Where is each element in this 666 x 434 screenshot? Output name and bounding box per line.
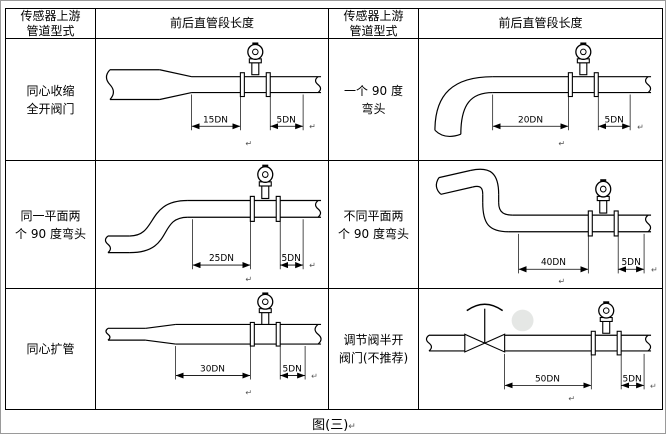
s-bend-outer	[129, 199, 188, 237]
pipe-break-right	[314, 323, 322, 345]
dimension-label: 5DN	[621, 257, 640, 268]
dimension-label: 5DN	[283, 365, 302, 375]
return-mark: ↵	[651, 264, 658, 274]
dimension-label: 5DN	[605, 115, 624, 125]
pipe-run	[425, 334, 652, 352]
flowmeter-icon	[590, 301, 623, 356]
header-straight-length-left: 前后直管段长度	[96, 9, 329, 39]
header-upstream-type-right: 传感器上游 管道型式	[329, 9, 419, 39]
pipe-break-left	[104, 235, 112, 254]
pipe-end-cap	[435, 177, 442, 195]
s-bend-inner	[129, 216, 188, 254]
row-label-concentric-reducer: 同心收缩 全开阀门	[6, 39, 96, 161]
return-mark: ↵	[650, 381, 657, 390]
pipe-run	[434, 76, 652, 138]
return-mark: ↵	[637, 122, 644, 131]
dimensions: 30DN 5DN ↵ ↵	[175, 346, 318, 397]
diagram-svg: 30DN 5DN ↵ ↵	[105, 292, 322, 397]
diagram-concentric-expander: 30DN 5DN ↵ ↵	[96, 289, 329, 410]
pipe-break-right	[644, 214, 652, 233]
pipe-break-right	[644, 76, 652, 94]
diagram-two-elbows-diff-plane: 40DN 5DN ↵ ↵	[419, 161, 663, 289]
dimensions: 40DN 5DN ↵ ↵	[518, 233, 658, 286]
lower-elbow-inner	[498, 202, 513, 216]
return-mark: ↵	[558, 276, 565, 286]
flowmeter-icon	[587, 179, 620, 237]
pipe-break-right	[314, 200, 322, 218]
diagram-svg: 25DN 5DN ↵ ↵	[104, 164, 322, 284]
header-upstream-type-left: 传感器上游 管道型式	[6, 9, 96, 39]
dimensions: 50DN 5DN ↵ ↵	[504, 353, 657, 403]
pipe-break-left	[105, 327, 111, 341]
flowmeter-icon	[239, 42, 272, 98]
watermark-smudge	[511, 309, 534, 332]
return-mark: ↵	[309, 260, 316, 270]
diagram-half-open-valve: 50DN 5DN ↵ ↵	[419, 289, 663, 410]
diagram-two-elbows-same-plane: 25DN 5DN ↵ ↵	[96, 161, 329, 289]
expander-cone	[145, 323, 176, 345]
dimensions: 20DN 5DN ↵ ↵	[492, 94, 644, 148]
dimension-label: 5DN	[282, 253, 301, 264]
row-label-half-open-valve: 调节阀半开 阀门(不推荐)	[329, 289, 419, 410]
dimension-label: 20DN	[518, 115, 543, 125]
elbow-outer	[434, 76, 493, 131]
reducer-cone	[159, 69, 192, 101]
dimension-label: 5DN	[277, 115, 296, 125]
flowmeter-icon	[249, 164, 282, 223]
diagram-concentric-reducer: 15DN 5DN ↵ ↵	[96, 39, 329, 161]
row-label-two-elbows-same-plane: 同一平面两 个 90 度弯头	[6, 161, 96, 289]
diagram-one-elbow: 20DN 5DN ↵ ↵	[419, 39, 663, 161]
valve-symbol	[464, 303, 506, 353]
upper-elbow-outer	[470, 168, 500, 195]
return-mark: ↵	[568, 394, 575, 403]
return-mark: ↵	[309, 122, 316, 131]
dimension-label: 40DN	[541, 257, 566, 268]
pipe-requirements-table: 传感器上游 管道型式 前后直管段长度 传感器上游 管道型式 前后直管段长度 同心…	[5, 8, 663, 410]
flowmeter-icon	[567, 42, 600, 98]
dimension-label: 30DN	[200, 365, 225, 375]
figure-caption-text: 图(三)	[312, 418, 349, 433]
vertical-pipe	[482, 194, 500, 203]
pipe-run	[105, 69, 322, 101]
diagram-svg: 50DN 5DN ↵ ↵	[425, 301, 657, 403]
upper-elbow-inner	[472, 185, 484, 195]
return-mark: ↵	[245, 274, 252, 284]
pipe-run	[105, 323, 322, 345]
diagram-svg: 40DN 5DN ↵ ↵	[435, 168, 658, 286]
pipe-break-right	[314, 76, 322, 94]
top-stub	[438, 169, 473, 195]
pipe-run	[435, 168, 652, 233]
flowmeter-icon	[249, 292, 282, 348]
row-label-one-elbow: 一个 90 度 弯头	[329, 39, 419, 161]
return-mark: ↵	[245, 388, 252, 397]
valve-handwheel	[466, 303, 504, 312]
return-mark: ↵	[348, 422, 356, 432]
pipe-end-cap	[434, 129, 462, 138]
lower-elbow-outer	[482, 202, 509, 233]
pipe-break-left	[425, 334, 433, 352]
dimension-label: 5DN	[622, 375, 641, 385]
pipe-break-left	[105, 69, 115, 100]
return-mark: ↵	[311, 372, 318, 381]
pipe-break-right	[644, 334, 652, 352]
elbow-inner	[460, 91, 493, 135]
return-mark: ↵	[245, 139, 252, 148]
dimensions: 15DN 5DN ↵ ↵	[191, 94, 316, 148]
dimension-label: 15DN	[203, 115, 228, 125]
header-straight-length-right: 前后直管段长度	[419, 9, 663, 39]
row-label-two-elbows-diff-plane: 不同平面两 个 90 度弯头	[329, 161, 419, 289]
dimension-label: 50DN	[535, 375, 560, 385]
return-mark: ↵	[558, 139, 565, 148]
dimension-label: 25DN	[209, 253, 234, 264]
diagram-svg: 15DN 5DN ↵ ↵	[105, 42, 322, 148]
dimensions: 25DN 5DN ↵ ↵	[192, 219, 316, 284]
figure-caption: 图(三)↵	[1, 414, 665, 433]
diagram-svg: 20DN 5DN ↵ ↵	[434, 42, 652, 148]
pipe-run	[104, 199, 322, 254]
row-label-concentric-expander: 同心扩管	[6, 289, 96, 410]
